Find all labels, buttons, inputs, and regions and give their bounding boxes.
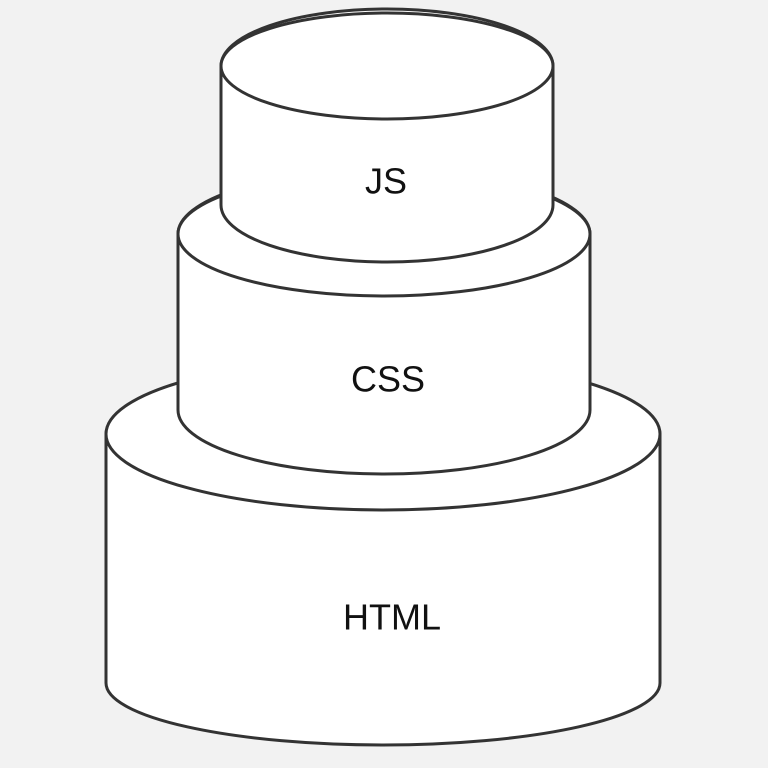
tier-html-label: HTML [343,597,441,638]
tier-js: JS [219,7,555,264]
tier-js-label: JS [365,161,407,202]
tier-css-label: CSS [351,359,425,400]
tier-js-top [219,11,555,121]
